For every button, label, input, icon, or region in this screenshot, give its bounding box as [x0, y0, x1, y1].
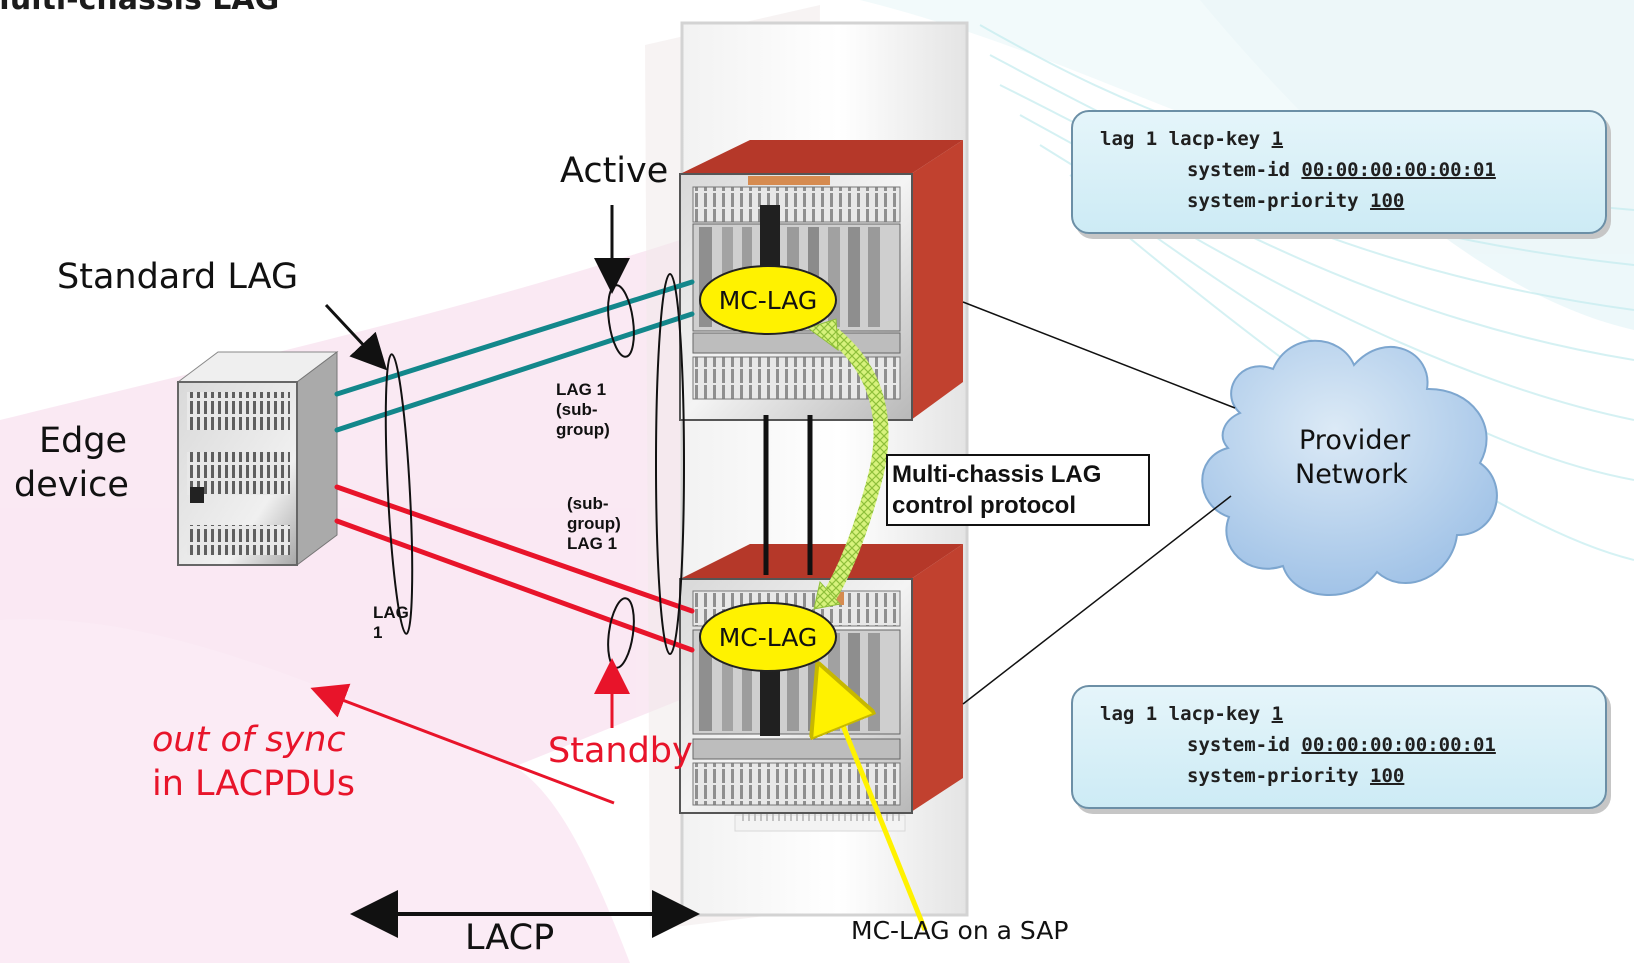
lag1-subgroup-top-line2: (sub- [556, 400, 598, 419]
provider-network-label-line2: Network [1295, 459, 1408, 490]
lag1-edge-label: LAG 1 [373, 603, 409, 643]
config-bottom-lacp-key: 1 [1271, 703, 1284, 725]
mc-lag-ellipse-bottom [699, 602, 837, 672]
lag1-subgroup-top-label: LAG 1 (sub- group) [556, 380, 610, 440]
arrows [310, 205, 928, 938]
provider-connections [962, 301, 1236, 705]
config-top-system-id: 00:00:00:00:00:01 [1301, 159, 1496, 181]
edge-device [176, 351, 339, 566]
config-bottom-line2-prefix: system-id [1187, 734, 1302, 756]
mc-lag-top-label: MC-LAG [718, 285, 818, 315]
control-protocol-line2: control protocol [892, 492, 1076, 519]
config-bottom-line1-prefix: lag 1 lacp-key [1100, 703, 1272, 725]
provider-network-label-line1: Provider [1299, 425, 1411, 456]
lag1-edge-line1: LAG [373, 603, 409, 622]
lag1-edge-line2: 1 [373, 623, 383, 642]
out-of-sync-label: out of sync [152, 720, 346, 760]
mc-lag-on-sap-label: MC-LAG on a SAP [851, 916, 1069, 945]
lacp-label: LACP [465, 918, 555, 958]
lag1-subgroup-bottom-label: (sub- group) LAG 1 [567, 494, 621, 554]
out-of-sync-arrow [310, 683, 615, 805]
config-top-system-priority: 100 [1370, 190, 1405, 212]
control-protocol-box: Multi-chassis LAG control protocol [886, 454, 1150, 526]
inter-chassis-links [763, 415, 813, 575]
config-top-line3: system-priority 100 [1100, 186, 1605, 217]
mc-lag-ellipse-top [699, 265, 837, 335]
config-top-lacp-key: 1 [1271, 128, 1284, 150]
lag-ellipse-edge [384, 353, 414, 635]
config-box-top: lag 1 lacp-key 1 system-id 00:00:00:00:0… [1071, 110, 1607, 234]
config-top-line2-prefix: system-id [1187, 159, 1302, 181]
config-bottom-line1: lag 1 lacp-key 1 [1100, 699, 1605, 730]
config-top-line2: system-id 00:00:00:00:00:01 [1100, 155, 1605, 186]
config-bottom-system-id: 00:00:00:00:00:01 [1301, 734, 1496, 756]
active-label: Active [560, 151, 669, 191]
lag1-subgroup-bottom-line1: (sub- [567, 494, 609, 513]
edge-device-label-line2: device [14, 465, 129, 505]
config-bottom-line2: system-id 00:00:00:00:00:01 [1100, 730, 1605, 761]
lag1-subgroup-bottom-line3: LAG 1 [567, 534, 618, 553]
config-bottom-line3: system-priority 100 [1100, 761, 1605, 792]
in-lacpdus-label: in LACPDUs [152, 764, 356, 804]
mc-lag-ellipses [699, 265, 837, 672]
control-protocol-arrow [806, 318, 889, 610]
active-links [334, 279, 695, 433]
mc-lag-bottom-label: MC-LAG [718, 622, 818, 652]
config-box-bottom: lag 1 lacp-key 1 system-id 00:00:00:00:0… [1071, 685, 1607, 809]
lag1-subgroup-top-line1: LAG 1 [556, 380, 607, 399]
standby-label: Standby [548, 731, 693, 771]
edge-device-label-line1: Edge [39, 421, 128, 461]
config-top-line3-prefix: system-priority [1187, 190, 1371, 212]
lag1-subgroup-top-line3: group) [556, 420, 610, 439]
lag1-subgroup-bottom-line2: group) [567, 514, 621, 533]
config-bottom-line3-prefix: system-priority [1187, 765, 1371, 787]
standard-lag-arrow [324, 303, 388, 371]
control-protocol-line1: Multi-chassis LAG [892, 461, 1102, 488]
sap-arrow [823, 676, 928, 931]
standard-lag-label: Standard LAG [57, 257, 299, 297]
slide-title: Multi-chassis LAG [0, 0, 279, 17]
config-top-line1: lag 1 lacp-key 1 [1100, 124, 1605, 155]
provider-cloud [1201, 339, 1498, 596]
config-bottom-system-priority: 100 [1370, 765, 1405, 787]
config-top-line1-prefix: lag 1 lacp-key [1100, 128, 1272, 150]
lag-ellipse-combined [655, 273, 685, 655]
